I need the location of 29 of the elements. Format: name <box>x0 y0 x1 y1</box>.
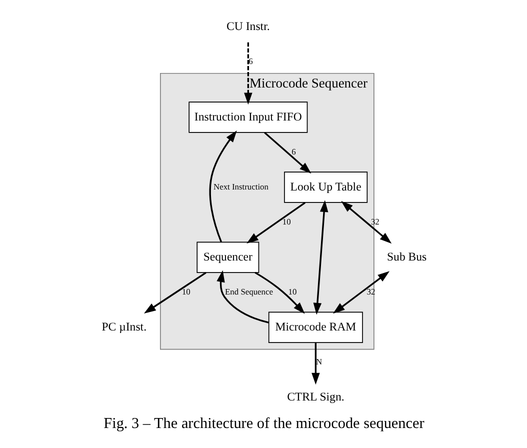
edge-label: End Sequence <box>224 286 272 296</box>
edge-label: Next Instruction <box>213 181 268 192</box>
node-box: Microcode RAM <box>268 312 362 343</box>
arrow <box>264 132 311 174</box>
caption: Fig. 3 – The architecture of the microcode sequencer <box>103 415 424 432</box>
arrow <box>340 200 392 244</box>
node-text: CTRL Sign. <box>286 390 344 404</box>
edge-label: 6 <box>248 56 252 66</box>
arrow <box>216 270 268 324</box>
arrow <box>143 272 206 314</box>
arrow <box>246 202 306 244</box>
node-box: Sequencer <box>196 242 259 273</box>
edge-label: 6 <box>291 146 296 156</box>
edge-label: 10 <box>181 286 190 296</box>
arrow <box>312 200 328 315</box>
edge-label: 10 <box>282 216 290 226</box>
edge-label: N <box>316 356 322 367</box>
arrow <box>332 271 390 314</box>
edge-label: 10 <box>288 286 296 296</box>
arrow <box>244 42 252 105</box>
arrow <box>208 130 236 242</box>
arrow <box>311 342 320 385</box>
edge-label: 32 <box>366 286 375 296</box>
node-box: Instruction Input FIFO <box>188 102 308 133</box>
arrow <box>254 272 304 314</box>
node-text: PC µInst. <box>101 320 146 334</box>
node-box: Look Up Table <box>284 172 368 203</box>
node-text: CU Instr. <box>226 19 270 34</box>
node-text: Sub Bus <box>386 249 426 264</box>
